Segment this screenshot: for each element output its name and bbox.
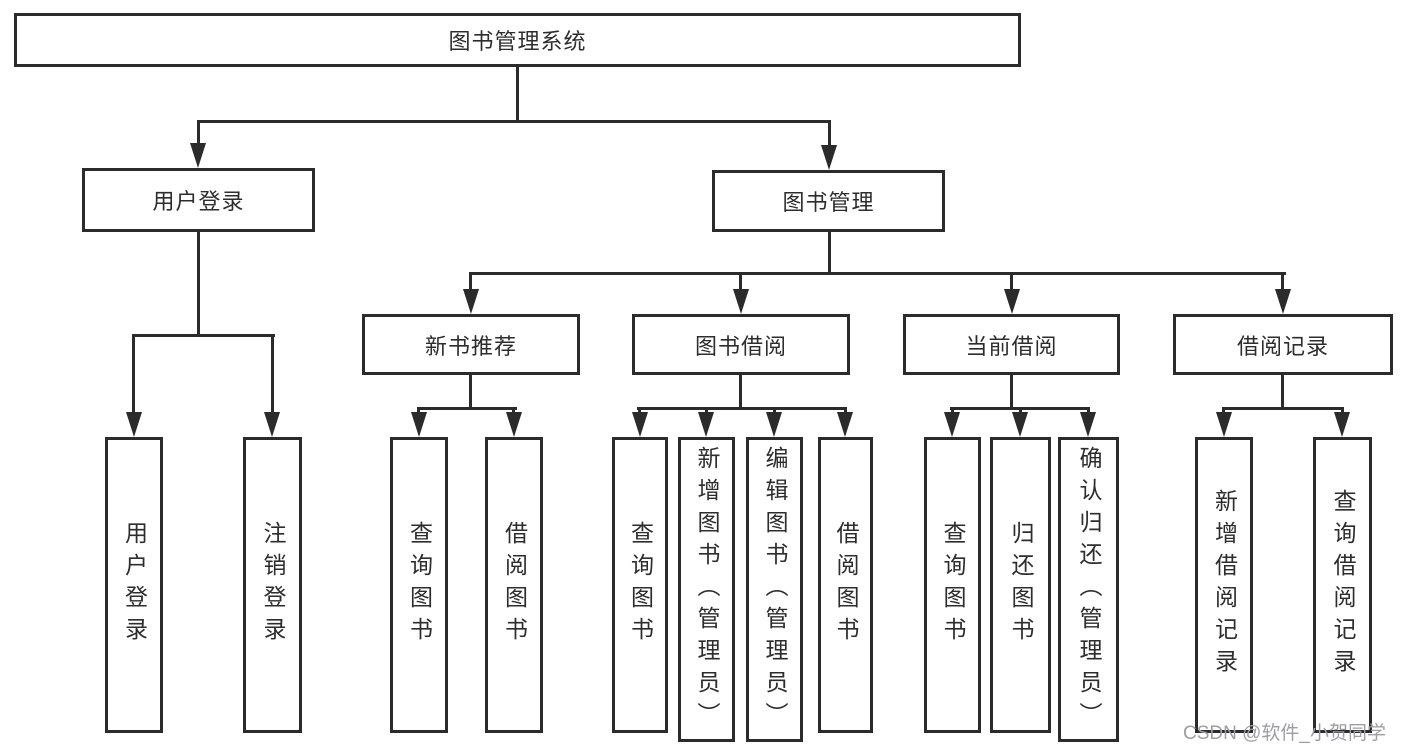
arrowhead-down-icon xyxy=(506,412,522,437)
connector-line xyxy=(705,407,708,415)
node-user-login-label: 用户登录 xyxy=(152,189,245,214)
node-new-book-recommend-label: 新书推荐 xyxy=(424,333,517,359)
leaf-label: 编辑图书（管理员） xyxy=(762,445,788,734)
node-leaf-logout: 注销登录 xyxy=(243,437,302,733)
connector-line xyxy=(271,334,274,414)
leaf-label: 确认归还（管理员） xyxy=(1076,445,1102,734)
leaf-label: 查询图书 xyxy=(940,521,966,649)
arrowhead-down-icon xyxy=(632,412,648,437)
arrowhead-down-icon xyxy=(698,412,714,437)
arrowhead-down-icon xyxy=(264,412,280,437)
connector-line xyxy=(197,120,831,123)
arrowhead-down-icon xyxy=(733,289,749,314)
connector-line xyxy=(773,407,776,415)
connector-line xyxy=(516,66,519,123)
connector-line xyxy=(417,407,517,410)
arrowhead-down-icon xyxy=(1080,412,1096,437)
connector-line xyxy=(1010,272,1013,292)
arrowhead-down-icon xyxy=(1334,412,1350,437)
connector-line xyxy=(469,272,472,292)
leaf-label: 查询图书 xyxy=(406,521,433,649)
connector-line xyxy=(1019,407,1022,415)
connector-line xyxy=(132,334,135,414)
node-book-management-label: 图书管理 xyxy=(782,190,875,215)
watermark-text: CSDN @软件_小贺同学 xyxy=(1183,723,1386,744)
connector-line xyxy=(1222,407,1344,410)
node-borrow-records-label: 借阅记录 xyxy=(1236,333,1329,359)
node-book-management: 图书管理 xyxy=(712,170,945,232)
connector-line xyxy=(1281,272,1284,292)
arrowhead-down-icon xyxy=(190,143,206,168)
arrowhead-down-icon xyxy=(944,412,960,437)
arrowhead-down-icon xyxy=(1216,412,1232,437)
node-borrow-records: 借阅记录 xyxy=(1173,314,1393,375)
arrowhead-down-icon xyxy=(1004,289,1020,314)
connector-line xyxy=(1087,407,1090,415)
leaf-label: 借阅图书 xyxy=(501,521,528,649)
leaf-label: 新增图书（管理员） xyxy=(694,445,720,734)
connector-line xyxy=(1222,407,1225,415)
node-leaf-add-books-admin: 新增图书（管理员） xyxy=(678,437,735,742)
leaf-label: 借阅图书 xyxy=(833,521,859,649)
node-book-borrow: 图书借阅 xyxy=(632,314,850,375)
leaf-label: 查询图书 xyxy=(627,521,654,649)
node-leaf-confirm-return-admin: 确认归还（管理员） xyxy=(1058,437,1119,742)
node-leaf-borrow-books-1: 借阅图书 xyxy=(485,437,543,733)
connector-line xyxy=(512,407,515,415)
leaf-label: 归还图书 xyxy=(1008,521,1034,649)
node-current-borrow-label: 当前借阅 xyxy=(965,333,1058,359)
leaf-label: 查询借阅记录 xyxy=(1330,489,1356,681)
connector-line xyxy=(197,120,200,148)
connector-line xyxy=(469,375,472,410)
connector-line xyxy=(844,407,847,415)
node-leaf-return-books: 归还图书 xyxy=(990,437,1051,733)
connector-line xyxy=(951,407,954,415)
arrowhead-down-icon xyxy=(126,412,142,437)
node-leaf-query-books-1: 查询图书 xyxy=(390,437,448,733)
leaf-label: 注销登录 xyxy=(260,521,286,649)
arrowhead-down-icon xyxy=(463,289,479,314)
node-root: 图书管理系统 xyxy=(14,13,1021,67)
node-leaf-query-books-2: 查询图书 xyxy=(612,437,668,733)
node-leaf-borrow-books-2: 借阅图书 xyxy=(818,437,873,733)
connector-line xyxy=(197,232,200,337)
arrowhead-down-icon xyxy=(821,145,837,170)
node-leaf-user-login: 用户登录 xyxy=(105,437,163,733)
node-root-label: 图书管理系统 xyxy=(448,29,587,54)
arrowhead-down-icon xyxy=(1275,289,1291,314)
node-user-login: 用户登录 xyxy=(82,168,315,232)
connector-line xyxy=(132,334,275,337)
connector-line xyxy=(1010,375,1013,410)
connector-line xyxy=(1281,375,1284,410)
arrowhead-down-icon xyxy=(1012,412,1028,437)
connector-line xyxy=(828,232,831,275)
arrowhead-down-icon xyxy=(411,412,427,437)
arrowhead-down-icon xyxy=(837,412,853,437)
leaf-label: 新增借阅记录 xyxy=(1211,489,1238,681)
connector-line xyxy=(637,407,847,410)
connector-line xyxy=(417,407,420,415)
connector-line xyxy=(739,272,742,292)
connector-line xyxy=(469,272,1286,275)
node-leaf-add-borrow-record: 新增借阅记录 xyxy=(1195,437,1253,733)
node-leaf-edit-books-admin: 编辑图书（管理员） xyxy=(746,437,803,742)
connector-line xyxy=(638,407,641,415)
node-current-borrow: 当前借阅 xyxy=(903,314,1120,375)
node-new-book-recommend: 新书推荐 xyxy=(362,314,580,375)
node-leaf-query-borrow-record: 查询借阅记录 xyxy=(1313,437,1372,733)
arrowhead-down-icon xyxy=(766,412,782,437)
node-leaf-query-books-3: 查询图书 xyxy=(924,437,981,733)
connector-line xyxy=(739,375,742,410)
leaf-label: 用户登录 xyxy=(121,521,148,649)
connector-line xyxy=(1341,407,1344,415)
connector-line xyxy=(828,120,831,150)
node-book-borrow-label: 图书借阅 xyxy=(694,333,787,359)
